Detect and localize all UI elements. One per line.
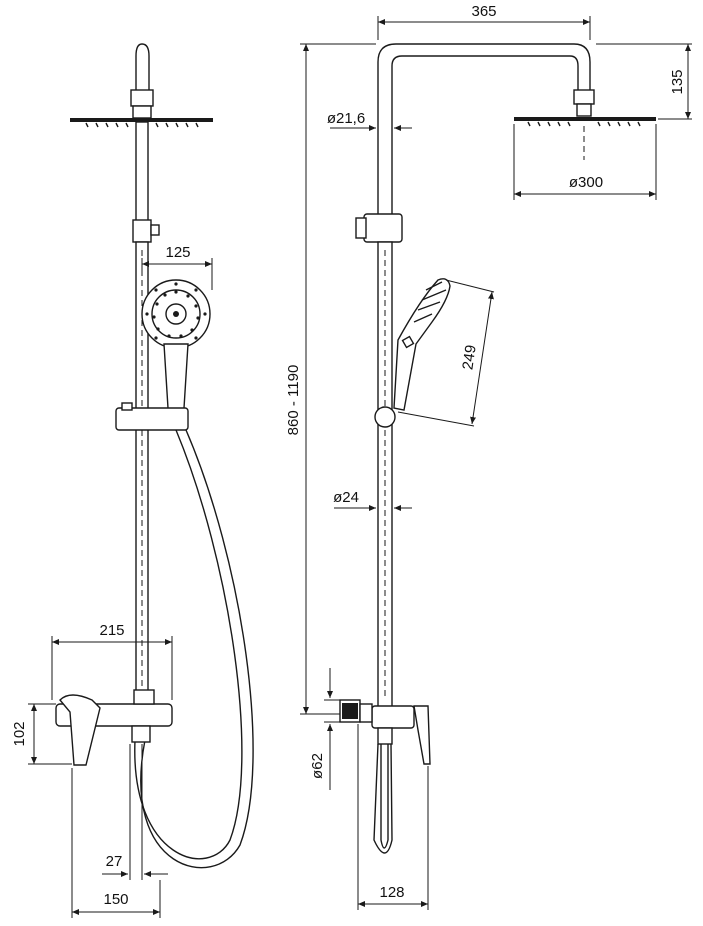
dim-label: ø24 [333, 489, 359, 506]
front-handshower-handle [163, 343, 189, 412]
dim-label: 27 [106, 853, 123, 870]
dim-label: 150 [103, 891, 128, 908]
dim-label: 125 [165, 244, 190, 261]
dim-label: 135 [669, 69, 686, 94]
dim-label: 102 [11, 721, 28, 746]
front-upper-pipe [135, 121, 149, 223]
side-outlet [377, 727, 393, 745]
front-rain-nozzles [85, 122, 199, 128]
front-diverter [132, 219, 152, 243]
dim-label: ø62 [309, 753, 326, 779]
front-rain-head [70, 118, 213, 122]
side-head-nut [573, 89, 595, 105]
front-hose-outer [134, 429, 243, 860]
dim-label: ø300 [569, 174, 603, 191]
side-slider-ball [374, 406, 396, 428]
front-slider [115, 407, 189, 431]
front-mixer-top [133, 689, 155, 705]
side-view: 365 135 ø21,6 ø300 860 - 1190 249 ø24 [285, 3, 692, 910]
front-diverter-knob [150, 224, 160, 236]
dim-label: 215 [99, 622, 124, 639]
front-outlet [131, 725, 151, 743]
front-top-connector [135, 43, 150, 90]
side-rain-head [514, 117, 656, 121]
side-hose [380, 744, 389, 849]
front-hose-inner [140, 429, 254, 869]
side-diverter [363, 213, 403, 243]
dim-label: 128 [379, 884, 404, 901]
dim-label: 365 [471, 3, 496, 20]
dim-label: 860 - 1190 [285, 365, 302, 436]
front-head-joint [132, 105, 152, 119]
front-handshower-nozzles [145, 282, 207, 340]
dim-label: 249 [459, 344, 479, 371]
front-view: 125 215 102 27 150 [11, 43, 254, 918]
side-handset [393, 278, 451, 411]
side-mixer-lever [413, 705, 431, 765]
front-head-nut [130, 89, 154, 107]
dim-label: ø21,6 [327, 110, 365, 127]
front-mixer-lever [59, 694, 101, 766]
side-mixer-body [371, 705, 415, 729]
side-arm [377, 43, 591, 215]
